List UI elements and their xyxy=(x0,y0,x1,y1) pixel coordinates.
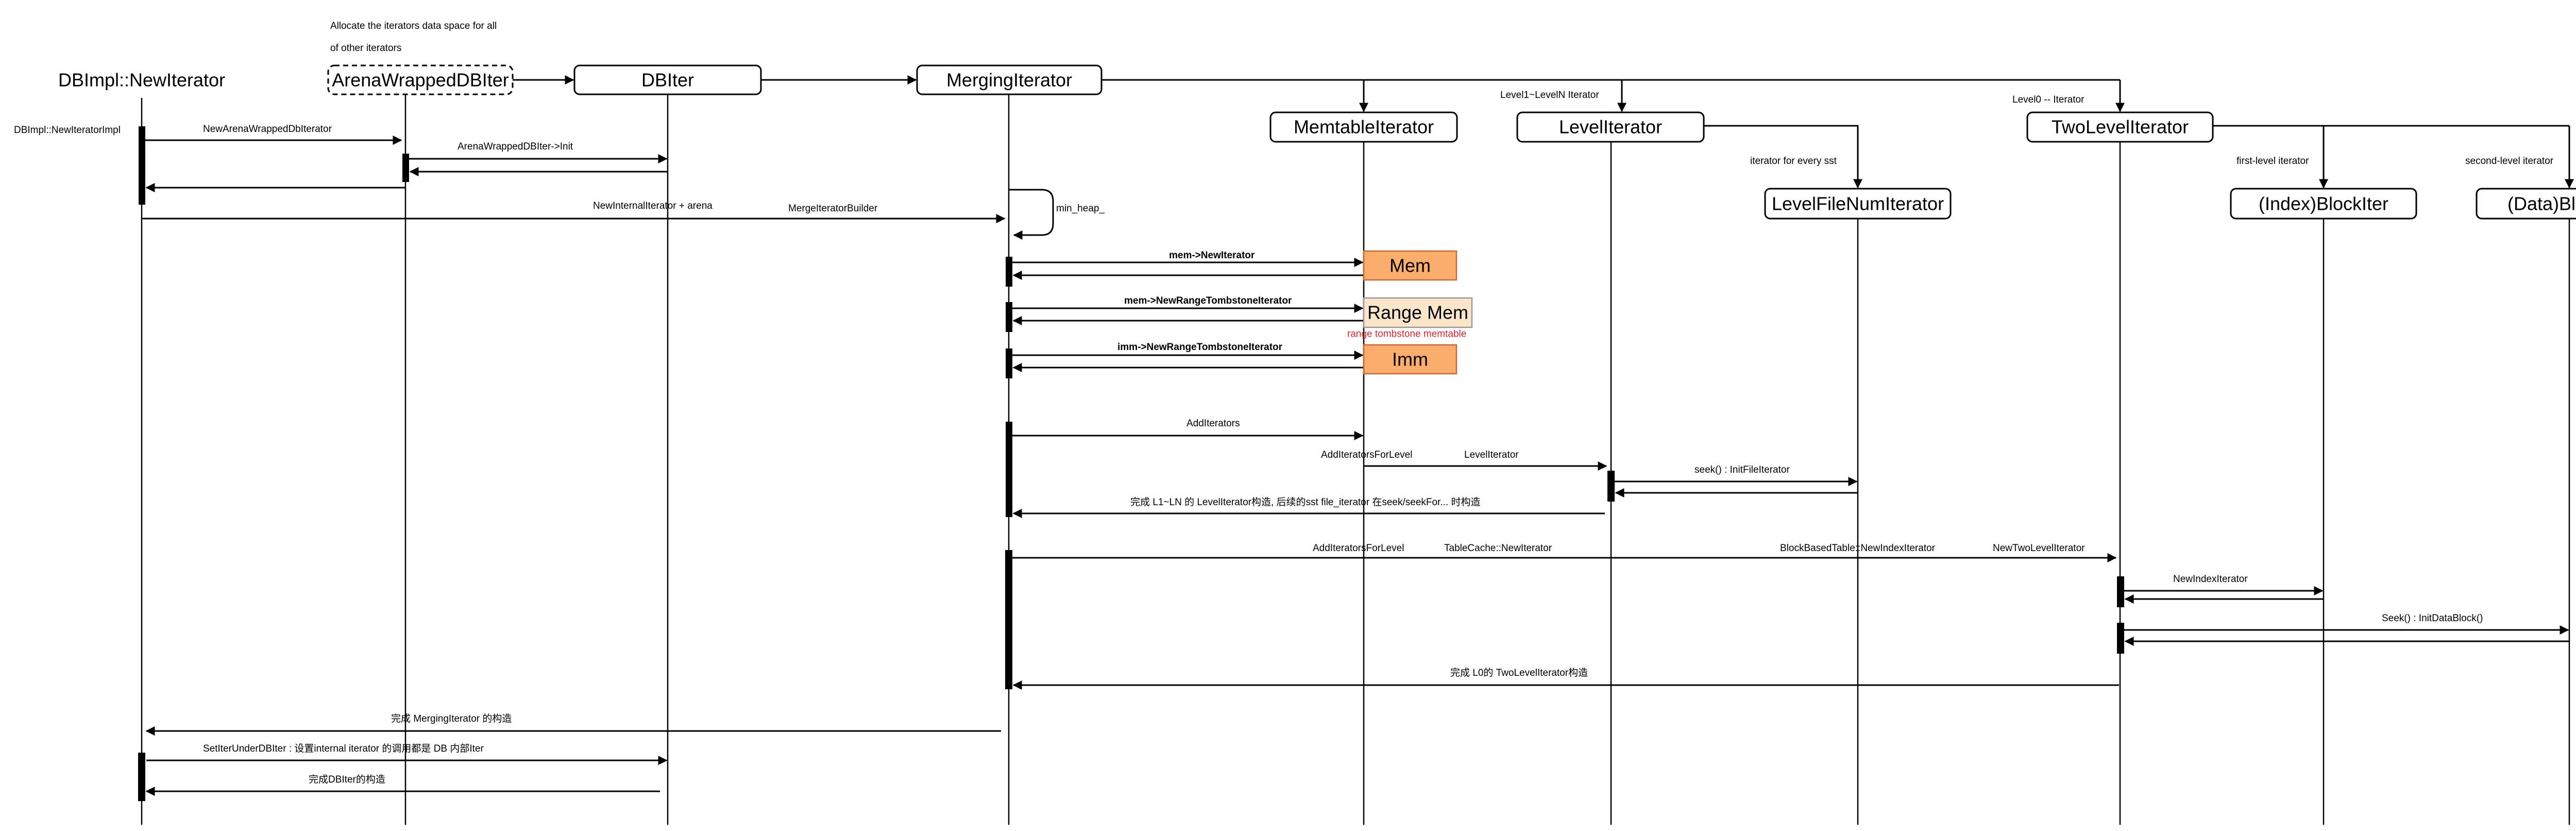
msg-new-arena-label: NewArenaWrappedDbIterator xyxy=(203,124,332,135)
msg-seek-init-data-label: Seek() : InitDataBlock() xyxy=(2382,613,2483,624)
object-imm-box xyxy=(1363,344,1458,375)
lane-title-memtable: MemtableIterator xyxy=(1294,117,1434,138)
note-level0: Level0 -- Iterator xyxy=(2012,94,2084,105)
msg-mem-new-label: mem->NewIterator xyxy=(1169,250,1255,261)
msg-new-internal-label: NewInternalIterator + arena xyxy=(593,201,713,211)
object-imm-label: Imm xyxy=(1392,349,1428,370)
msg-level-iterator-label: LevelIterator xyxy=(1464,450,1519,460)
note-alloc-line1: Allocate the iterators data space for al… xyxy=(330,21,497,31)
activation-bars xyxy=(138,126,2124,801)
msg-done-dbiter-label: 完成DBIter的构造 xyxy=(309,774,385,785)
note-min-heap: min_heap_ xyxy=(1056,203,1105,214)
note-alloc-line2: of other iterators xyxy=(330,43,401,54)
lane-title-index-block: (Index)BlockIter xyxy=(2259,193,2388,214)
activation-two-level-data xyxy=(2117,623,2124,654)
lane-title-level-file-num: LevelFileNumIterator xyxy=(1772,193,1944,214)
msg-seek-init-file-label: seek() : InitFileIterator xyxy=(1694,464,1790,475)
activation-merging-levels xyxy=(1006,422,1012,517)
msg-add-for-level-1-label: AddIteratorsForLevel xyxy=(1321,450,1412,460)
msg-add-iterators-label: AddIterators xyxy=(1187,418,1240,429)
msg-min-heap-loop xyxy=(1009,189,1054,240)
note-dbimpl-impl: DBImpl::NewIteratorImpl xyxy=(14,125,121,136)
msg-arena-init-label: ArenaWrappedDBIter->Init xyxy=(457,141,573,152)
note-first-level: first-level iterator xyxy=(2236,156,2309,167)
top-connectors xyxy=(513,75,2574,189)
lane-header-memtable: MemtableIterator xyxy=(1269,111,1458,143)
note-level1-levelN: Level1~LevelN Iterator xyxy=(1500,90,1599,101)
object-range-mem-label: Range Mem xyxy=(1367,302,1468,323)
msg-mem-range-label: mem->NewRangeTombstoneIterator xyxy=(1124,295,1292,306)
activation-merging-imm xyxy=(1006,348,1012,378)
notes: Allocate the iterators data space for al… xyxy=(14,21,2554,214)
msg-done-l0-label: 完成 L0的 TwoLevelIterator构造 xyxy=(1450,667,1588,678)
activation-dbimpl-2 xyxy=(138,753,145,801)
lane-title-data-block: (Data)BlockIter xyxy=(2507,193,2576,214)
msg-add-for-level-2-label: AddIteratorsForLevel xyxy=(1313,543,1404,554)
lane-header-data-block: (Data)BlockIter xyxy=(2476,188,2576,220)
lane-title-two-level: TwoLevelIterator xyxy=(2052,117,2189,138)
lane-title-level: LevelIterator xyxy=(1559,117,1662,138)
activation-merging-mem xyxy=(1006,257,1012,287)
note-second-level: second-level iterator xyxy=(2465,156,2554,167)
lane-header-index-block: (Index)BlockIter xyxy=(2230,188,2417,220)
object-range-mem-note: range tombstone memtable xyxy=(1347,329,1466,340)
lane-headers: DBImpl::NewIterator ArenaWrappedDBIter D… xyxy=(58,64,2576,220)
msg-new-index-label: NewIndexIterator xyxy=(2173,574,2248,585)
lane-title-arena: ArenaWrappedDBIter xyxy=(332,70,509,91)
note-iter-every-sst: iterator for every sst xyxy=(1750,156,1837,167)
msg-new-two-level-label: NewTwoLevelIterator xyxy=(1993,543,2085,554)
lane-title-merging: MergingIterator xyxy=(946,70,1072,91)
lane-header-dbiter: DBIter xyxy=(573,64,762,95)
lane-header-merging: MergingIterator xyxy=(916,64,1103,95)
lane-header-arena: ArenaWrappedDBIter xyxy=(327,64,514,95)
object-mem-label: Mem xyxy=(1389,255,1431,276)
activation-dbimpl-1 xyxy=(139,126,145,205)
lane-header-two-level: TwoLevelIterator xyxy=(2026,111,2214,143)
msg-merge-builder-label: MergeIteratorBuilder xyxy=(788,203,878,214)
lane-title-dbimpl: DBImpl::NewIterator xyxy=(58,70,225,91)
lane-header-level: LevelIterator xyxy=(1516,111,1705,143)
msg-set-iter-label: SetIterUnderDBIter : 设置internal iterator… xyxy=(203,743,484,754)
object-range-mem: Range Mem range tombstone memtable xyxy=(1347,297,1473,340)
object-mem-box xyxy=(1363,250,1458,281)
activation-merging-range xyxy=(1006,302,1012,332)
object-range-mem-box xyxy=(1363,297,1473,328)
activation-merging-l0 xyxy=(1005,550,1012,689)
msg-block-based-label: BlockBasedTable::NewIndexIterator xyxy=(1780,543,1936,554)
activation-arena-1 xyxy=(402,154,409,182)
msg-imm-range-label: imm->NewRangeTombstoneIterator xyxy=(1117,342,1283,353)
object-mem: Mem xyxy=(1363,250,1458,281)
connector-level-to-file-num xyxy=(1703,125,1862,189)
messages: NewArenaWrappedDbIterator ArenaWrappedDB… xyxy=(142,124,2569,796)
msg-done-merging-label: 完成 MergingIterator 的构造 xyxy=(391,713,512,724)
memtable-objects: Mem Range Mem range tombstone memtable I… xyxy=(1347,250,1473,375)
activation-level-seek xyxy=(1607,471,1615,502)
lane-header-level-file-num: LevelFileNumIterator xyxy=(1764,188,1952,220)
object-imm: Imm xyxy=(1363,344,1458,375)
msg-table-cache-label: TableCache::NewIterator xyxy=(1444,543,1552,554)
lane-title-dbiter: DBIter xyxy=(641,70,694,91)
activation-two-level-index xyxy=(2117,576,2124,607)
msg-done-l1-ln-label: 完成 L1~LN 的 LevelIterator构造, 后续的sst file_… xyxy=(1130,496,1480,508)
